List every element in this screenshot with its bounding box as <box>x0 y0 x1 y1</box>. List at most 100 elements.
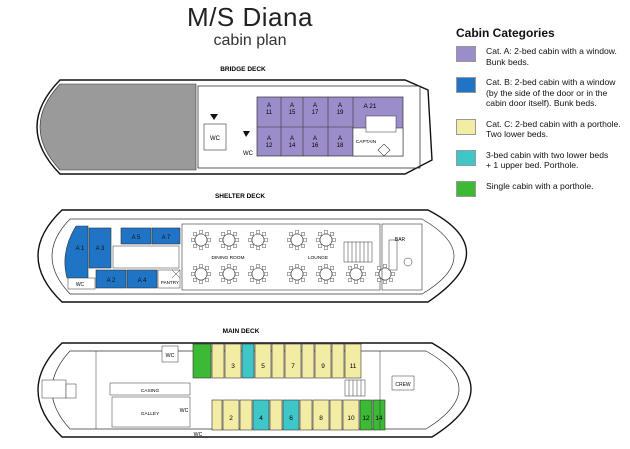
main-cabin-label: 10 <box>347 415 355 422</box>
table-icon <box>191 264 211 284</box>
page-title: M/S Diana <box>187 2 313 32</box>
legend-swatch <box>456 77 476 93</box>
legend-swatch <box>456 118 476 135</box>
main-cabin-top <box>344 343 362 379</box>
main-cabin-top <box>254 343 272 379</box>
shelter-cabin-a3 <box>88 227 112 269</box>
bridge-wc-2: WC <box>243 151 254 157</box>
bridge-cabin-label: A 21 <box>363 103 376 110</box>
shelter-cabin-a7 <box>151 227 181 245</box>
main-cabin-label: 8 <box>319 415 323 422</box>
bridge-wc-1: WC <box>210 136 221 142</box>
legend-item: 3-bed cabin with two lower beds+ 1 upper… <box>456 149 628 171</box>
main-cabin-bottom <box>269 399 283 431</box>
table-icon <box>287 230 307 250</box>
legend-item: Cat. C: 2-bed cabin with a porthole.Two … <box>456 118 628 140</box>
main-galley-label: GALLEY <box>141 411 160 417</box>
shelter-wc-label: WC <box>76 282 85 288</box>
main-cabin-top <box>271 343 285 379</box>
main-cabin-bottom <box>372 399 386 431</box>
table-icon <box>346 264 366 284</box>
shelter-cabin-label: A 5 <box>132 235 141 241</box>
main-cabin-bottom <box>359 399 373 431</box>
shelter-cabin-a5 <box>120 227 152 245</box>
main-cabin-bottom <box>312 399 330 431</box>
shelter-dining-label: DINING ROOM <box>211 255 244 261</box>
legend-label: Single cabin with a porthole. <box>486 180 594 191</box>
main-cabin-label: 4 <box>259 415 263 422</box>
main-cabin-label: 11 <box>350 363 357 370</box>
table-icon <box>219 264 239 284</box>
main-cabin-bottom <box>329 399 343 431</box>
main-deck-label: MAIN DECK <box>223 328 260 335</box>
table-icon <box>248 230 268 250</box>
main-cabin-label: 5 <box>261 363 265 370</box>
legend-label: Cat. B: 2-bed cabin with a window(by the… <box>486 77 616 108</box>
main-cabin-bottom <box>222 399 240 431</box>
main-crew-label: CREW <box>395 382 411 388</box>
legend-swatch <box>456 149 476 166</box>
main-cabin-top <box>314 343 332 379</box>
main-cabin-top <box>284 343 302 379</box>
main-cabin-bottom <box>299 399 313 431</box>
main-cabin-bottom <box>282 399 300 431</box>
table-icon <box>219 230 239 250</box>
main-casing-label: CASING <box>141 388 160 394</box>
shelter-cabin-a4 <box>126 269 158 289</box>
main-cabin-bottom <box>239 399 253 431</box>
legend-swatch <box>456 46 476 62</box>
legend-item: Cat. A: 2-bed cabin with a window.Bunk b… <box>456 46 628 67</box>
table-icon <box>316 230 336 250</box>
shelter-deck-label: SHELTER DECK <box>215 193 265 200</box>
shelter-cabin-label: A 2 <box>107 278 116 284</box>
legend-item: Cat. B: 2-bed cabin with a window(by the… <box>456 77 628 109</box>
table-icon <box>316 264 336 284</box>
main-cabin-top <box>211 343 225 379</box>
main-cabin-top <box>192 343 212 379</box>
main-cabin-top <box>241 343 255 379</box>
table-icon <box>191 230 211 250</box>
shelter-lounge-label: LOUNGE <box>308 255 328 261</box>
shelter-cabin-label: A 3 <box>96 246 105 252</box>
main-cabin-top <box>224 343 242 379</box>
main-cabin-label: 6 <box>289 415 293 422</box>
shelter-cabin-label: A 1 <box>76 246 85 252</box>
main-cabin-bottom <box>342 399 360 431</box>
main-cabin-label: 12 <box>362 415 370 422</box>
legend: Cabin Categories Cat. A: 2-bed cabin wit… <box>456 26 628 207</box>
legend-title: Cabin Categories <box>456 26 555 40</box>
main-cabin-top <box>301 343 315 379</box>
legend-label: Cat. C: 2-bed cabin with a porthole.Two … <box>486 118 621 140</box>
main-wc-1: WC <box>166 353 175 359</box>
table-icon <box>287 264 307 284</box>
legend-label: 3-bed cabin with two lower beds+ 1 upper… <box>486 149 609 171</box>
page-subtitle: cabin plan <box>213 32 287 49</box>
shelter-cabin-label: A 7 <box>162 235 171 241</box>
legend-swatch <box>456 180 476 197</box>
shelter-bar-label: BAR <box>395 237 406 243</box>
shelter-cabin-label: A 4 <box>138 278 147 284</box>
shelter-pantry-label: PANTRY <box>161 280 179 285</box>
bridge-deck-label: BRIDGE DECK <box>220 66 266 73</box>
shelter-deck: A 1 A 3 A 5 A 7 A 2 A 4 WC PANTRY DINING ROOM… <box>37 209 467 303</box>
main-cabin-label: 3 <box>231 363 235 370</box>
legend-label: Cat. A: 2-bed cabin with a window.Bunk b… <box>486 46 617 67</box>
bridge-bow <box>39 83 197 171</box>
legend-item: Single cabin with a porthole. <box>456 180 628 197</box>
main-cabin-label: 2 <box>229 415 233 422</box>
shelter-cabin-a2 <box>95 269 127 289</box>
main-cabin-top <box>331 343 345 379</box>
main-cabin-label: 9 <box>321 363 325 370</box>
main-cabin-label: 7 <box>291 363 295 370</box>
